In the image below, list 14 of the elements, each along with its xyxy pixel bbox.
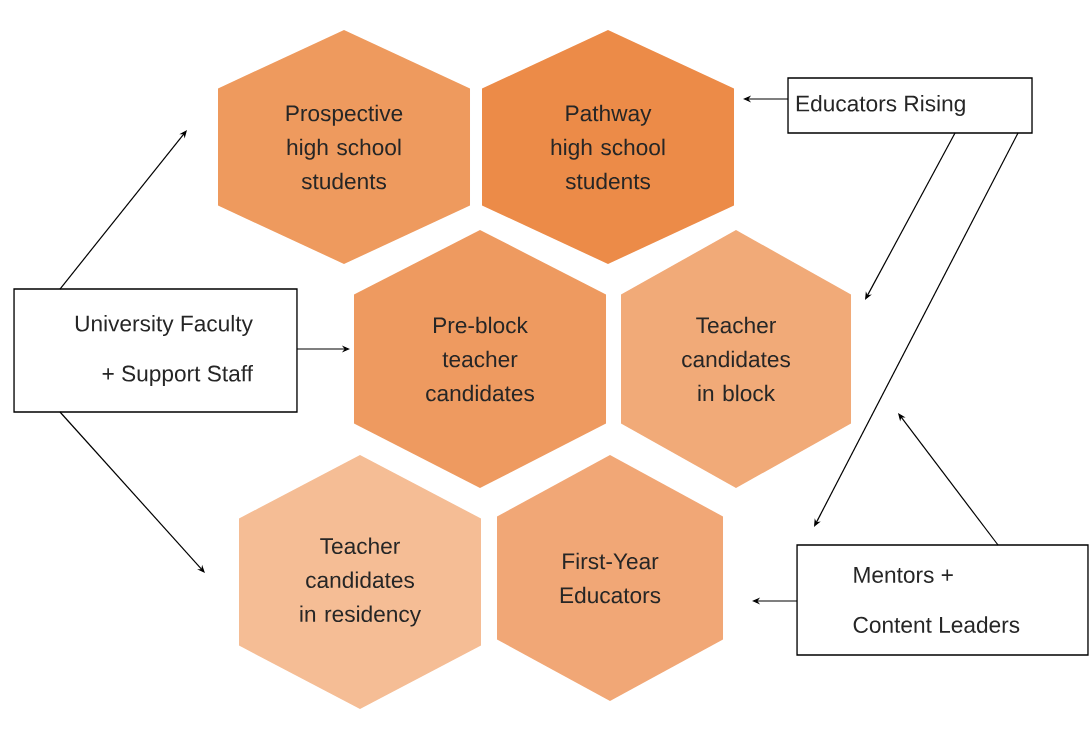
hexagon: Pre-block teacher candidates bbox=[354, 230, 606, 488]
arrow bbox=[59, 411, 205, 573]
text-box: Mentors + Content Leaders bbox=[796, 544, 1089, 656]
arrow bbox=[898, 413, 999, 546]
hexagon: Prospective high school students bbox=[218, 30, 470, 264]
arrow bbox=[865, 132, 956, 300]
text-box: University Faculty + Support Staff bbox=[13, 288, 298, 413]
arrow bbox=[814, 132, 1019, 527]
arrow bbox=[59, 130, 187, 290]
hexagon: First-Year Educators bbox=[497, 455, 723, 701]
hexagon: Teacher candidates in residency bbox=[239, 455, 481, 709]
hexagon: Pathway high school students bbox=[482, 30, 734, 264]
text-box: Educators Rising bbox=[787, 77, 1033, 134]
hexagon: Teacher candidates in block bbox=[621, 230, 851, 488]
